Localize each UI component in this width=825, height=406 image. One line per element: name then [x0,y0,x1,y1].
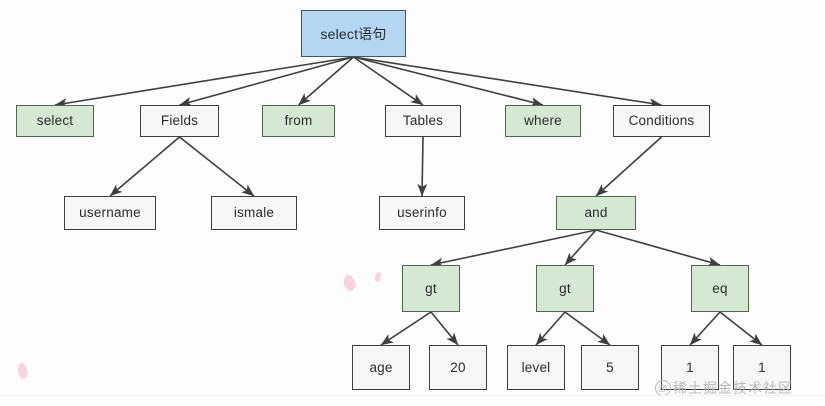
node-label: Conditions [628,113,695,129]
edge-fields-to-username [109,136,181,197]
edge-gt2-to-level [535,311,566,346]
node-eq[interactable]: eq [691,265,749,312]
edge-gt1-to-twenty [430,311,459,346]
node-label: 1 [758,359,766,375]
node-twenty[interactable]: 20 [429,345,487,390]
petal-decoration-2 [374,271,382,283]
edge-gt1-to-age [380,311,432,346]
edge-root-to-fields [179,56,354,107]
edge-root-to-where [353,56,544,107]
petal-decoration-1 [341,273,358,293]
edge-eq-to-one_right [719,311,763,346]
node-label: gt [425,280,437,296]
watermark-label: 稀土掘金技术社区 [673,380,793,396]
edge-root-to-from [297,56,355,106]
node-one_left[interactable]: 1 [661,345,719,390]
node-where[interactable]: where [505,105,581,137]
edge-conditions-to-and [595,136,663,197]
node-fields[interactable]: Fields [140,105,219,137]
node-and[interactable]: and [556,196,636,230]
node-userinfo[interactable]: userinfo [379,196,465,230]
edge-and-to-eq [595,229,721,267]
watermark-at-icon: @ [655,380,671,396]
edge-fields-to-ismale [179,136,255,197]
node-label: 5 [606,359,614,375]
node-tables[interactable]: Tables [385,105,461,137]
edge-eq-to-one_left [689,311,721,346]
node-gt2[interactable]: gt [536,265,594,312]
bottom-divider [0,395,825,396]
petal-decoration-3 [16,362,29,380]
node-label: age [369,359,393,375]
edge-and-to-gt1 [430,229,597,268]
node-conditions[interactable]: Conditions [613,105,710,137]
node-label: Tables [402,113,444,129]
edge-root-to-tables [353,56,424,106]
node-five[interactable]: 5 [581,345,639,390]
edge-tables-to-userinfo [417,136,428,197]
edge-root-to-conditions [353,56,662,109]
node-from[interactable]: from [262,105,335,137]
node-label: ismale [233,205,275,221]
edge-gt2-to-five [564,311,611,346]
node-root[interactable]: select语句 [301,10,406,57]
node-label: 20 [450,359,466,375]
node-label: eq [712,280,728,296]
node-ismale[interactable]: ismale [211,196,297,230]
node-label: 1 [686,359,694,375]
node-label: select [36,113,74,129]
node-select[interactable]: select [16,105,94,137]
node-label: level [521,359,551,375]
node-label: Fields [160,113,199,129]
node-label: and [584,205,608,221]
node-level[interactable]: level [507,345,565,390]
node-label: select语句 [320,25,387,42]
node-label: where [524,113,562,129]
edge-and-to-gt2 [564,229,597,266]
node-age[interactable]: age [352,345,410,390]
node-label: userinfo [397,205,447,221]
edge-root-to-select [54,56,354,108]
node-label: from [284,113,313,129]
node-label: gt [559,280,571,296]
node-one_right[interactable]: 1 [733,345,791,390]
node-username[interactable]: username [64,196,156,230]
node-label: username [79,205,141,221]
node-gt1[interactable]: gt [402,265,460,312]
